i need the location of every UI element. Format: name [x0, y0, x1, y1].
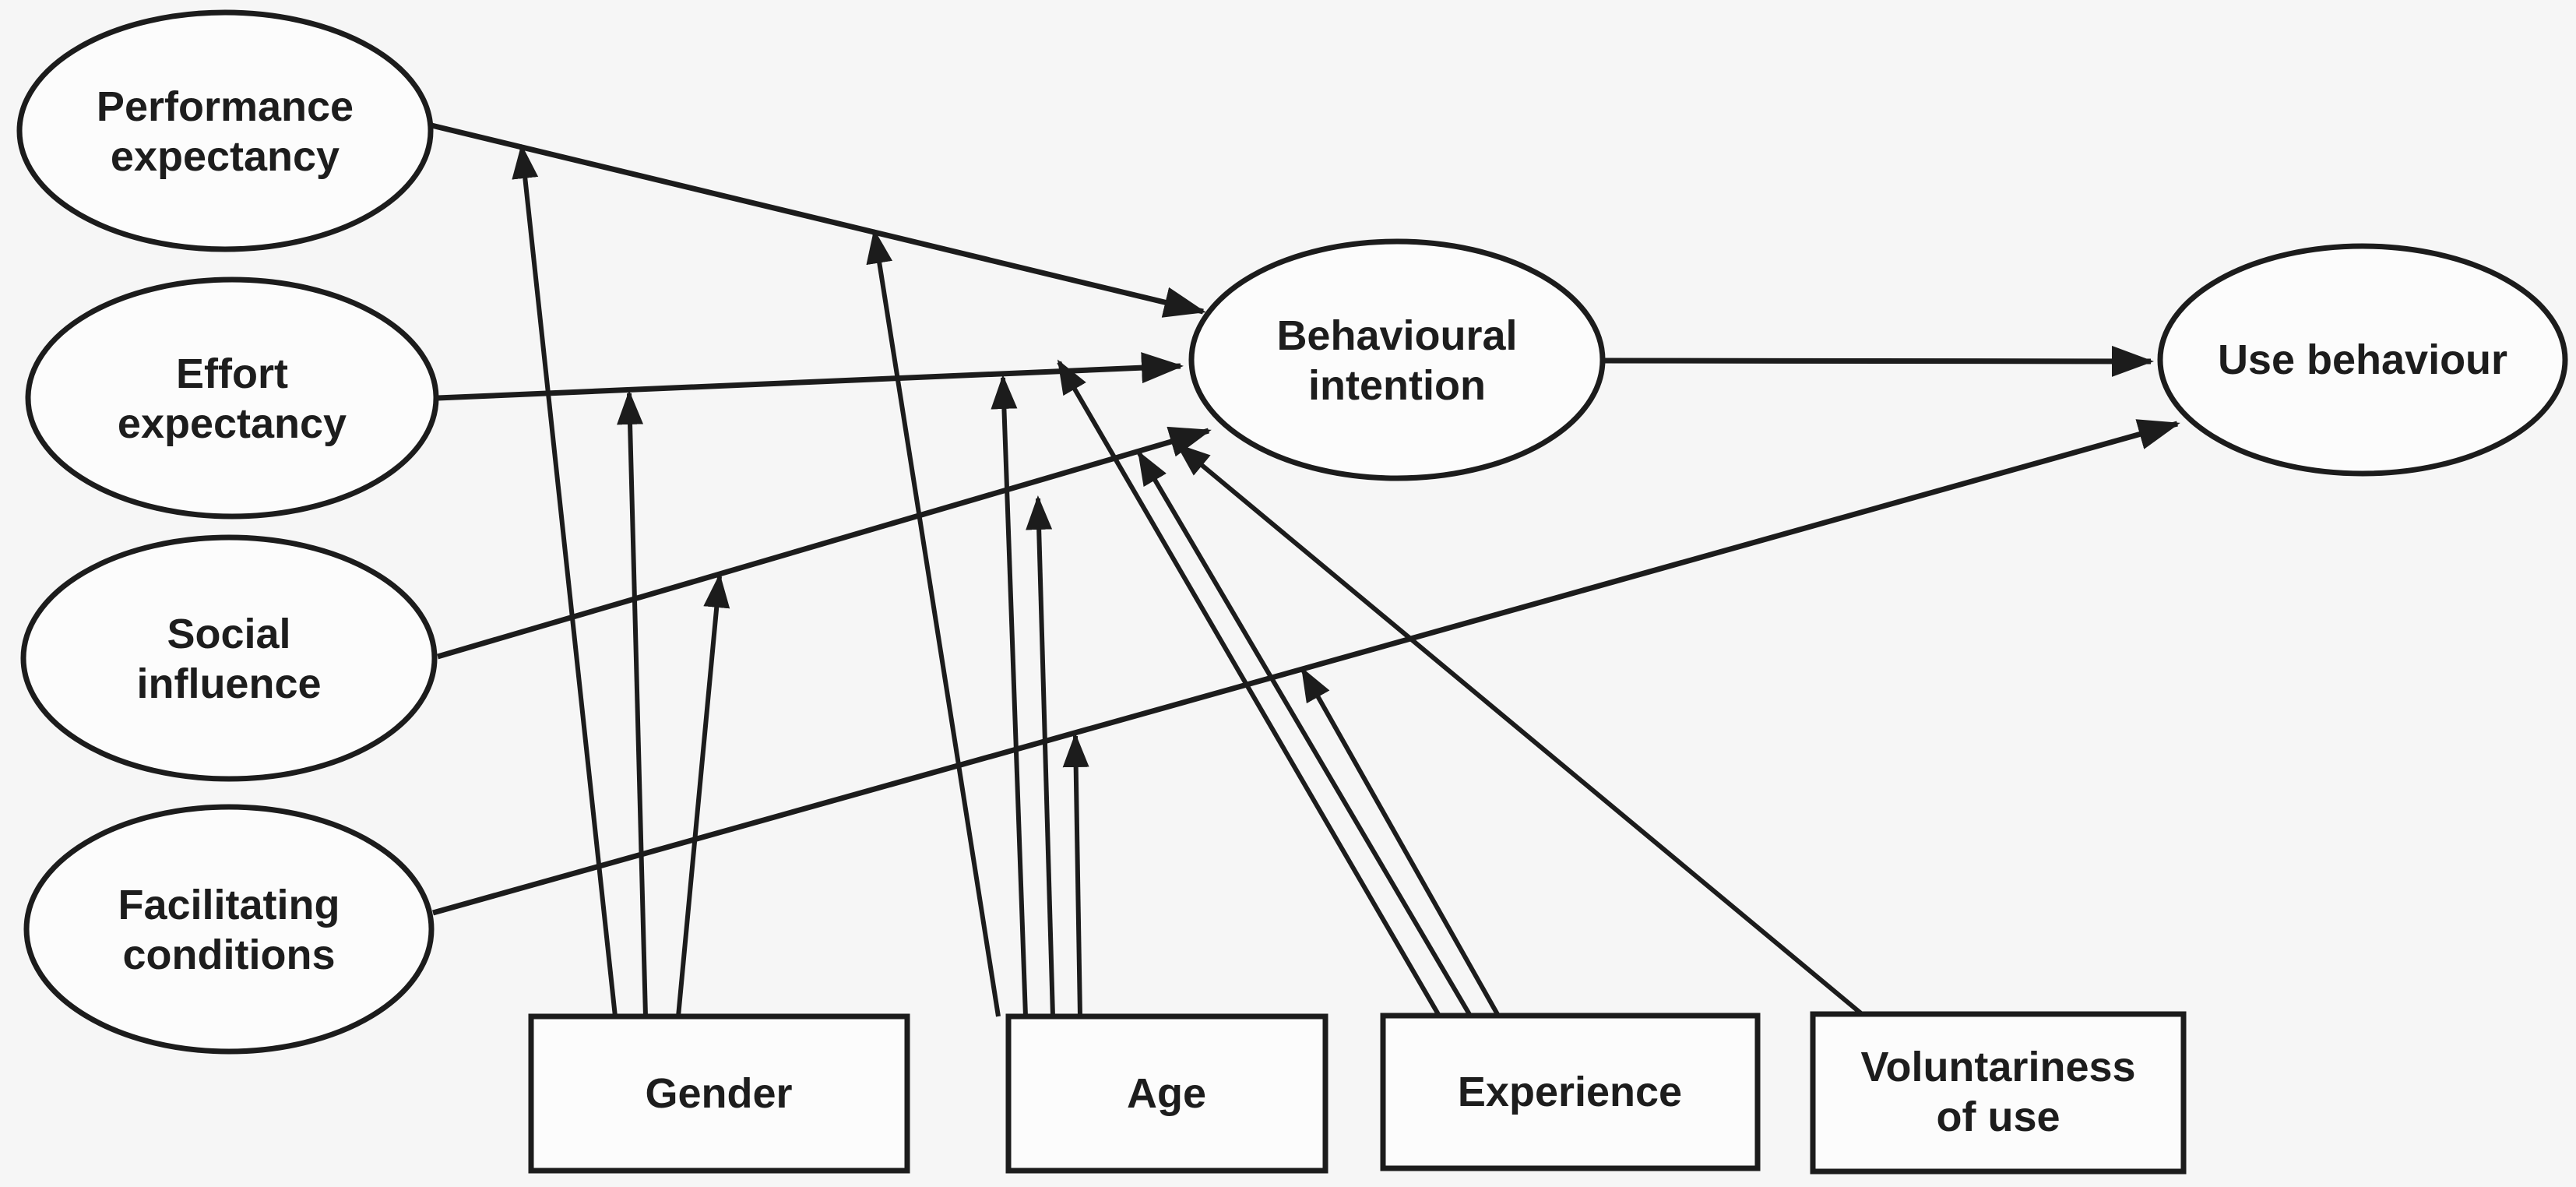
node-use-behaviour: Use behaviour	[2157, 243, 2568, 477]
edge-facilitating-conditions-to-use-behaviour	[432, 419, 2180, 916]
moderator-edge-gender-to-si-bi-path	[676, 573, 730, 1017]
moderator-edge-experience-to-si-bi-path	[1137, 450, 1473, 1017]
node-label: Voluntariness	[1860, 1044, 2135, 1090]
social-influence-ellipse	[20, 534, 438, 782]
edge-performance-expectancy-to-behavioural-intention	[428, 122, 1206, 318]
node-label: conditions	[123, 932, 336, 978]
node-label: Age	[1127, 1070, 1206, 1117]
node-experience: Experience	[1380, 1013, 1761, 1171]
node-label: Experience	[1458, 1069, 1682, 1115]
node-label: of use	[1936, 1094, 2060, 1140]
node-label: Facilitating	[118, 882, 340, 928]
node-social-influence: Social influence	[20, 534, 438, 782]
node-performance-expectancy: Performance expectancy	[16, 9, 434, 252]
moderator-edge-age-to-pe-bi-path	[866, 229, 1001, 1017]
moderator-edge-age-to-si-bi-path	[1026, 495, 1055, 1017]
age-box	[1005, 1013, 1328, 1174]
moderator-edge-gender-to-ee-bi-path	[617, 390, 648, 1017]
node-label: Effort	[176, 350, 288, 397]
voluntariness-of-use-box	[1810, 1011, 2187, 1175]
moderator-edge-age-to-ee-bi-path	[991, 375, 1028, 1017]
moderator-edge-age-to-fc-ub-path	[1062, 733, 1089, 1017]
node-label: expectancy	[118, 400, 347, 447]
node-facilitating-conditions: Facilitating conditions	[23, 804, 435, 1055]
experience-box	[1380, 1013, 1761, 1171]
node-label: Performance	[97, 83, 354, 130]
node-label: Use behaviour	[2218, 336, 2507, 383]
node-effort-expectancy: Effort expectancy	[25, 276, 439, 520]
edge-effort-expectancy-to-behavioural-intention	[437, 352, 1184, 401]
behavioural-intention-ellipse	[1188, 238, 1606, 481]
node-label: expectancy	[111, 133, 340, 180]
gender-box	[528, 1013, 910, 1174]
node-age: Age	[1005, 1013, 1328, 1174]
node-gender: Gender	[528, 1013, 910, 1174]
performance-expectancy-ellipse	[16, 9, 434, 252]
facilitating-conditions-ellipse	[23, 804, 435, 1055]
moderator-edge-experience-to-ee-bi-path	[1057, 359, 1441, 1017]
moderator-edge-voluntariness-to-si-bi-path	[1175, 443, 1863, 1016]
edge-social-influence-to-behavioural-intention	[437, 426, 1212, 660]
use-behaviour-ellipse	[2157, 243, 2568, 477]
node-label: Behavioural	[1276, 312, 1517, 359]
node-label: influence	[136, 660, 321, 707]
moderator-edge-experience-to-fc-ub-path	[1300, 667, 1501, 1017]
node-label: intention	[1308, 362, 1486, 409]
node-behavioural-intention: Behavioural intention	[1188, 238, 1606, 481]
node-label: Gender	[645, 1070, 792, 1117]
node-label: Social	[167, 611, 290, 657]
moderator-edge-gender-to-pe-bi-path	[512, 144, 618, 1017]
node-voluntariness-of-use: Voluntariness of use	[1810, 1011, 2187, 1175]
effort-expectancy-ellipse	[25, 276, 439, 520]
